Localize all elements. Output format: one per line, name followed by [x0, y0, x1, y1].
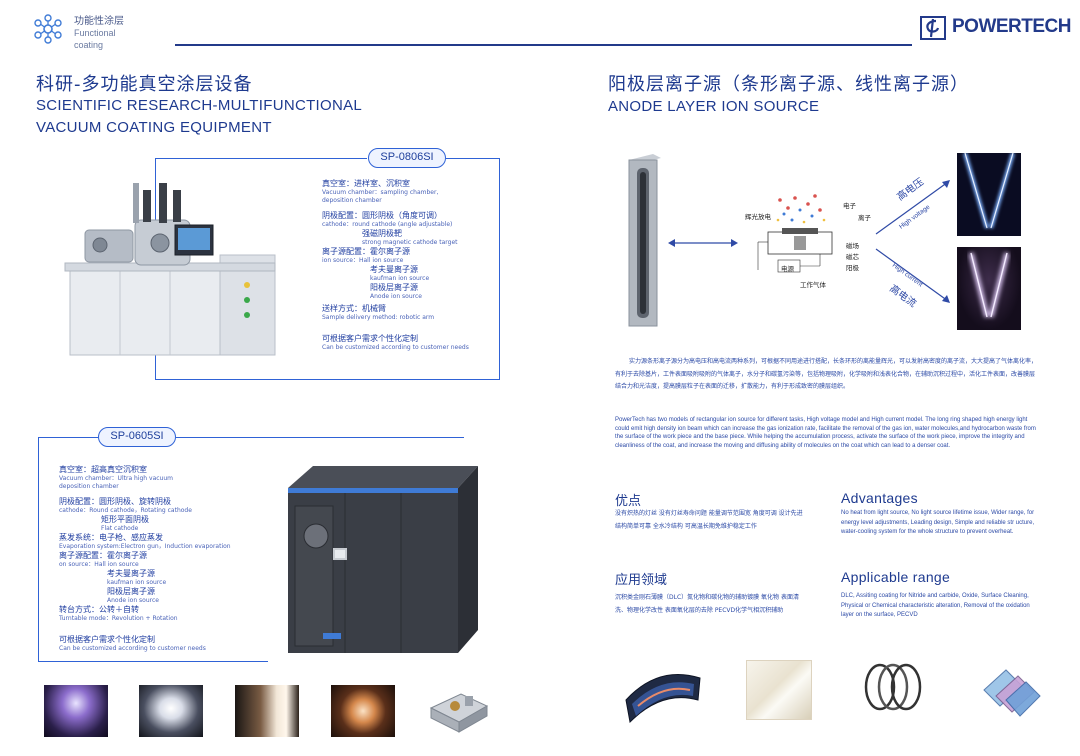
model2-ion2-ch: 考夫曼离子源 [107, 569, 155, 578]
model2-ion-en: on source：Hall ion source [59, 561, 139, 568]
model2-vacuum-ch: 真空室：超高真空沉积室 [59, 465, 147, 474]
high-voltage-glow-image [957, 152, 1021, 236]
left-title-ch: 科研-多功能真空涂层设备 [36, 74, 253, 95]
model1-vacuum-en-2: deposition chamber [322, 197, 382, 204]
model2-turntable-en: Turntable mode：Revolution + Rotation [59, 615, 178, 622]
advantages-title-ch: 优点 [615, 494, 642, 509]
applications-text-en: DLC, Assiting coating for Nitride and ca… [841, 593, 1030, 618]
piston-rings-image [858, 660, 928, 715]
model2-custom-ch: 可根据客户需求个性化定制 [59, 635, 155, 644]
model2-ion-ch: 离子源配置：霍尔离子源 [59, 551, 147, 560]
glass-plates-image [976, 660, 1046, 720]
plasma-thumb-3 [235, 685, 299, 737]
model1-ion2-en: kaufman ion source [370, 275, 430, 282]
diagram-label-glow: 辉光放电 [745, 213, 771, 221]
model2-vacuum-en-2: deposition chamber [59, 483, 119, 490]
left-title-en-2: VACUUM COATING EQUIPMENT [36, 119, 272, 136]
model1-label: SP-0806SI [368, 148, 446, 168]
model2-specs: 真空室：超高真空沉积室 Vacuum chamber：Ultra high va… [59, 465, 279, 653]
right-title-en: ANODE LAYER ION SOURCE [608, 98, 820, 115]
advantages-text-ch: 没有炽热的灯丝 没有灯丝寿命问题 能量调节范围宽 角度可调 设计先进 结构简单可… [615, 510, 803, 530]
header-divider [175, 44, 912, 46]
model1-frame-bottom [155, 379, 500, 380]
model2-vacuum-en-1: Vacuum chamber：Ultra high vacuum [59, 475, 173, 482]
diagram-label-magcore: 磁芯 [846, 253, 859, 261]
model2-evap-en: Evaporation system:Electron gun，Inductio… [59, 543, 231, 550]
model1-cathode2-ch: 强磁阴极靶 [362, 229, 402, 238]
model1-ion2-ch: 考夫曼离子源 [370, 265, 418, 274]
model2-cathode-en: cathode：Round cathode，Rotating cathode [59, 507, 192, 514]
ion-source-thumb [425, 688, 493, 736]
high-current-glow-image [957, 247, 1021, 330]
diagram-label-power: 电源 [781, 265, 794, 273]
model1-custom-en: Can be customized according to customer … [322, 344, 469, 351]
model2-label: SP-0605SI [98, 427, 176, 447]
header: 功能性涂层 Functional coating POWERTECH [0, 0, 1080, 50]
advantages-title-en: Advantages [841, 490, 918, 506]
applications-title-ch: 应用领域 [615, 573, 668, 588]
model1-frame-top-right [446, 158, 500, 380]
left-title-en-1: SCIENTIFIC RESEARCH-MULTIFUNCTIONAL [36, 97, 363, 114]
ion-source-diagram [740, 180, 870, 290]
model2-cathode-ch: 阴极配置：圆形阴极、旋转阴极 [59, 497, 171, 506]
plasma-thumb-2 [139, 685, 203, 737]
diagram-label-anode: 阳极 [846, 264, 859, 272]
model1-machine-image [55, 165, 285, 365]
model1-cathode-ch: 阴极配置：圆形阴极（角度可调） [322, 211, 442, 220]
applications-title-en: Applicable range [841, 569, 951, 585]
model2-cathode2-ch: 矩形平面阴极 [101, 515, 149, 524]
powertech-logo-box [920, 16, 946, 40]
model1-cathode-en: cathode：round cathode (angle adjustable) [322, 221, 453, 228]
brand-label-ch: 功能性涂层 [74, 16, 124, 27]
diagram-label-magfield: 磁场 [846, 242, 859, 250]
description-en: PowerTech has two models of rectangular … [615, 417, 1036, 449]
model2-ion2-en: kaufman ion source [107, 579, 167, 586]
model1-vacuum-en-1: Vacuum chamber：sampling chamber, [322, 189, 439, 196]
model2-ion3-ch: 阳极层离子源 [107, 587, 155, 596]
model1-vacuum-ch: 真空室：进样室、沉积室 [322, 179, 410, 188]
high-current-arrow-icon [872, 245, 952, 305]
right-title-ch: 阳极层离子源（条形离子源、线性离子源） [608, 74, 969, 95]
model2-frame-left-top [38, 437, 98, 662]
model2-frame-top-right [176, 437, 464, 438]
model2-ion3-en: Anode ion source [107, 597, 159, 604]
double-arrow-icon [668, 233, 738, 247]
description-ch: 实力源条形离子源分为高电压和高电流两种系列，可根据不同用途进行搭配，长条环形的离… [615, 358, 1038, 390]
model1-specs: 真空室：进样室、沉积室 Vacuum chamber：sampling cham… [322, 179, 497, 352]
diagram-label-ion: 离子 [858, 214, 871, 222]
molecule-logo-icon [34, 14, 62, 44]
model2-evap-ch: 蒸发系统：电子枪、感应蒸发 [59, 533, 163, 542]
diagram-label-electron: 电子 [843, 202, 856, 210]
model2-cathode2-en: Flat cathode [101, 525, 139, 532]
model1-ion-en: ion source：Hall ion source [322, 257, 404, 264]
brand-label-en-1: Functional [74, 28, 116, 38]
model2-frame-bottom [38, 661, 268, 662]
plasma-thumb-4 [331, 685, 395, 737]
high-voltage-arrow-icon [872, 178, 952, 238]
model1-ion3-en: Anode ion source [370, 293, 422, 300]
brand-label-en-2: coating [74, 40, 104, 50]
film-roll-image [746, 660, 812, 720]
ion-source-bar-image [625, 150, 665, 328]
applications-text-ch: 沉积类金刚石薄膜（DLC）氮化物和碳化物的辅助镀膜 氧化物 表面清洗、物理化学改… [615, 594, 799, 614]
flexible-panel-image [618, 660, 708, 730]
model2-machine-image [283, 458, 483, 658]
model1-delivery-en: Sample delivery method: robotic arm [322, 314, 435, 321]
model1-custom-ch: 可根据客户需求个性化定制 [322, 334, 418, 343]
advantages-text-en: No heat from light source, No light sour… [841, 510, 1035, 535]
plasma-thumb-1 [44, 685, 108, 737]
model2-turntable-ch: 转台方式：公转＋自转 [59, 605, 139, 614]
model1-ion3-ch: 阳极层离子源 [370, 283, 418, 292]
model1-ion-ch: 离子源配置：霍尔离子源 [322, 247, 410, 256]
model2-custom-en: Can be customized according to customer … [59, 645, 206, 652]
model1-cathode2-en: strong magnetic cathode target [362, 239, 458, 246]
diagram-label-gas: 工作气体 [800, 281, 826, 289]
powertech-logo-text: POWERTECH [952, 16, 1072, 37]
powertech-mark-icon [926, 18, 940, 38]
model1-frame-top-left [155, 158, 367, 159]
model1-delivery-ch: 送样方式：机械臂 [322, 304, 386, 313]
